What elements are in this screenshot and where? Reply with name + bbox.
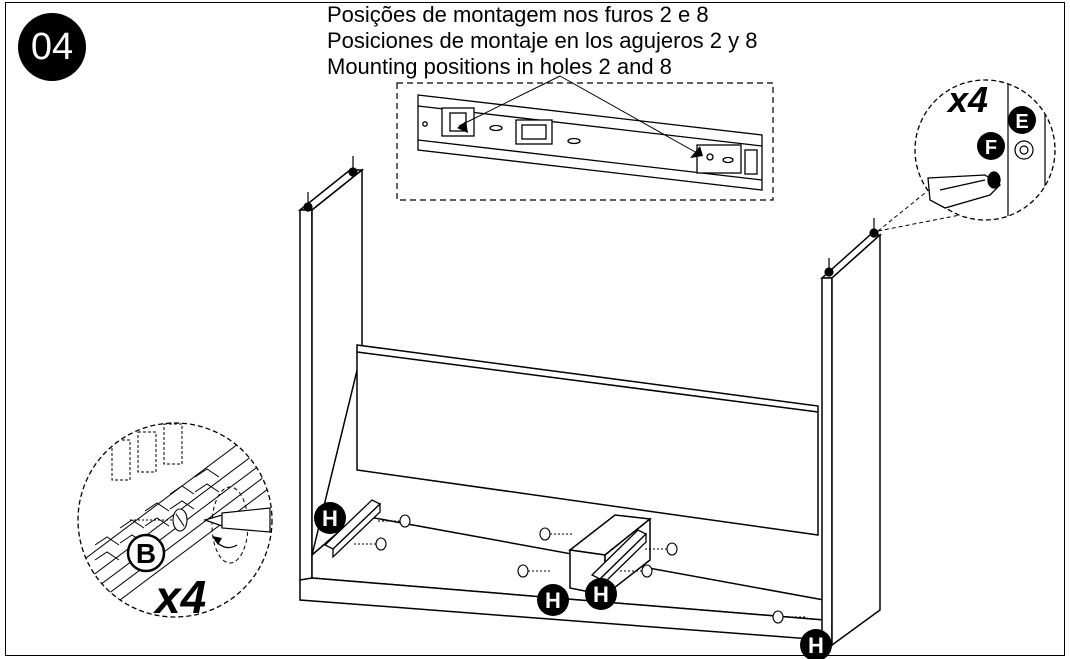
label-f: F: [977, 132, 1005, 160]
caption-english: Mounting positions in holes 2 and 8: [327, 54, 672, 79]
svg-text:H: H: [545, 588, 561, 613]
mounting-point-arrow: [690, 146, 703, 158]
cabinet-left-panel: [297, 168, 365, 590]
screw-b-icon: [130, 508, 188, 532]
svg-text:B: B: [136, 538, 156, 569]
screw-h: [354, 514, 805, 624]
drawer-slide-rail: [417, 94, 763, 191]
caption-spanish: Posiciones de montaje en los agujeros 2 …: [327, 28, 758, 53]
quantity-x4-nails: x4: [946, 79, 988, 120]
step-number-badge: 04: [18, 13, 86, 81]
page-frame: [5, 2, 1065, 656]
drawer-slide-left: [323, 499, 382, 559]
mounting-point-arrow: [457, 121, 468, 133]
nail-detail-callout: x4 E F: [877, 79, 1056, 232]
cabinet-right-panel: [820, 233, 882, 647]
cam-dowel: [824, 218, 879, 277]
svg-text:H: H: [808, 633, 824, 658]
screw-detail-callout: B x4: [77, 422, 273, 623]
svg-text:H: H: [593, 582, 609, 607]
quantity-x4-screws: x4: [152, 571, 206, 623]
svg-text:F: F: [985, 137, 997, 159]
drawer-slide-center: [590, 529, 648, 589]
label-e: E: [1008, 106, 1036, 134]
svg-text:H: H: [322, 506, 338, 531]
caption-portuguese: Posições de montagem nos furos 2 e 8: [327, 2, 709, 27]
slide-detail-callout: [396, 75, 774, 201]
label-h: H: [800, 629, 832, 659]
hammer-icon: [927, 171, 1002, 209]
label-b: B: [126, 533, 166, 573]
label-h: H: [585, 578, 617, 610]
svg-text:E: E: [1015, 111, 1028, 133]
cabinet-back-panel: [356, 344, 819, 536]
label-h: H: [314, 502, 346, 534]
label-h: H: [537, 584, 569, 616]
screwdriver-icon: [203, 507, 271, 533]
cam-dowel: [303, 156, 358, 212]
